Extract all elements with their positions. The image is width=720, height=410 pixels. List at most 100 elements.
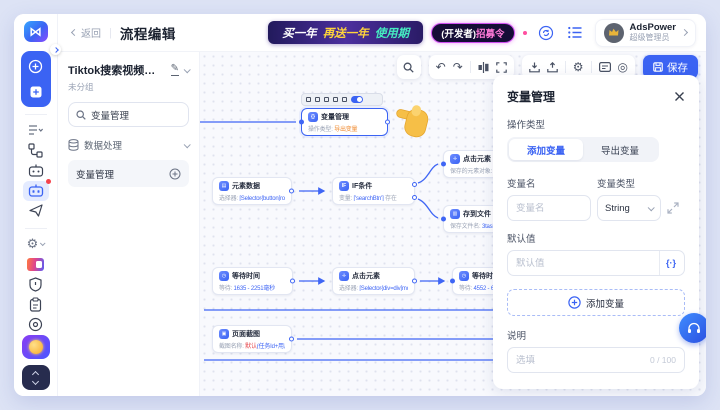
input-port[interactable] [441, 216, 446, 222]
node-action-toolbar [301, 93, 383, 106]
edit-pencil-icon[interactable]: ✎ [170, 63, 179, 76]
connection-lines [200, 121, 500, 361]
redo-icon[interactable]: ↷ [452, 60, 463, 74]
expand-rail-button[interactable] [50, 44, 61, 55]
expand-fields-icon[interactable] [667, 202, 679, 214]
rail-divider [24, 227, 47, 229]
assistant-float-button[interactable] [679, 313, 706, 343]
duplicate-node-icon[interactable] [333, 97, 338, 102]
node-wait-time[interactable]: ◷等待时间 等待: 1635 - 2251毫秒 [212, 267, 295, 295]
recorder-disc-icon[interactable] [23, 315, 49, 335]
bot-icon[interactable] [23, 160, 49, 180]
output-port-true[interactable] [412, 182, 417, 187]
rail-divider [24, 114, 47, 115]
output-port[interactable] [289, 336, 294, 342]
flow-title: Tiktok搜索视频、点... [68, 65, 166, 77]
fit-view-icon[interactable] [495, 61, 507, 73]
output-port[interactable] [412, 278, 417, 284]
enable-node-toggle[interactable] [351, 96, 363, 103]
user-account-chip[interactable]: AdsPower 超级管理员 [594, 18, 696, 47]
settings-gear-icon[interactable]: ⚙ [23, 234, 49, 254]
export-icon[interactable] [546, 61, 558, 73]
input-port[interactable] [450, 278, 455, 284]
node-click-element-2[interactable]: ✛点击元素 选择器: [Selector{div=div[mode='se.. [332, 267, 417, 295]
promo-banner-sale[interactable]: 买一年 再送一年 使用期 [268, 21, 424, 44]
security-shield-icon[interactable] [23, 274, 49, 294]
rpa-active-icon[interactable] [22, 178, 51, 201]
note-node-icon[interactable] [342, 97, 347, 102]
notification-badge [45, 178, 51, 184]
output-port[interactable] [289, 188, 294, 194]
variable-name-field[interactable] [507, 195, 591, 221]
canvas-search-button[interactable] [396, 55, 421, 79]
browser-extension-icon[interactable] [23, 254, 49, 274]
insert-variable-icon[interactable]: {·} [658, 251, 676, 275]
align-icon[interactable] [478, 61, 489, 73]
element-data-icon: ▤ [219, 181, 229, 191]
output-port[interactable] [290, 278, 295, 284]
pointing-hand-cursor [396, 105, 429, 138]
import-icon[interactable] [528, 62, 540, 73]
sync-refresh-icon[interactable] [535, 22, 557, 44]
variable-type-select[interactable]: String [597, 195, 661, 221]
description-label: 说明 [507, 331, 527, 342]
left-rail: ⋈ ⚙ [14, 14, 61, 396]
add-variable-button[interactable]: 添加变量 [507, 289, 685, 316]
add-profile-button[interactable] [25, 55, 47, 77]
description-input[interactable] [516, 354, 650, 366]
input-port[interactable] [299, 119, 304, 125]
description-field[interactable]: 0 / 100 [507, 347, 685, 373]
operation-type-label: 操作类型 [507, 120, 546, 131]
group-menu-icon[interactable] [23, 120, 49, 140]
app-logo-icon[interactable]: ⋈ [23, 21, 48, 43]
output-port-false[interactable] [412, 195, 417, 200]
copy-node-icon[interactable] [315, 97, 320, 102]
chevron-right-icon [680, 28, 689, 37]
variable-name-input[interactable] [516, 202, 582, 214]
tab-export-variable[interactable]: 导出变量 [600, 145, 639, 157]
collapse-rail-button[interactable] [21, 365, 50, 391]
panel-title: 变量管理 [507, 90, 556, 104]
node-page-screenshot[interactable]: ▣页面截图 截图名称: 默认(任务Id+用户Id+时.. [212, 325, 294, 353]
record-icon[interactable]: ◎ [617, 60, 628, 74]
search-box[interactable] [68, 102, 189, 127]
block-item-variable-management[interactable]: 变量管理 [68, 160, 189, 187]
top-header: 返回 | 流程编辑 买一年 再送一年 使用期 (开发者) 招募令 [58, 14, 706, 52]
char-counter: 0 / 100 [650, 355, 676, 365]
database-icon [68, 139, 79, 151]
delete-node-icon[interactable] [324, 97, 329, 102]
promo-banner-developer[interactable]: (开发者) 招募令 [431, 22, 515, 43]
tasks-clipboard-icon[interactable] [23, 294, 49, 314]
import-profile-button[interactable] [25, 81, 47, 103]
rewards-coin-button[interactable] [21, 334, 50, 360]
promo-segment: 再送一年 [322, 27, 369, 40]
send-plane-icon[interactable] [23, 201, 49, 221]
output-port[interactable] [385, 119, 390, 125]
run-node-icon[interactable] [306, 97, 311, 102]
add-block-icon[interactable] [169, 168, 181, 180]
save-label: 保存 [667, 61, 688, 74]
wait-icon: ◷ [459, 271, 469, 281]
close-icon[interactable] [674, 91, 685, 102]
flow-group-label: 未分组 [68, 82, 94, 92]
node-element-data[interactable]: ▤元素数据 选择器: [Selector{button[role='sear.. [212, 177, 294, 205]
canvas-settings-gear-icon[interactable]: ⚙ [572, 60, 584, 74]
section-data-processing[interactable]: 数据处理 [68, 138, 191, 152]
user-role: 超级管理员 [629, 33, 670, 43]
tab-add-variable[interactable]: 添加变量 [509, 139, 583, 160]
variable-management-panel: 变量管理 操作类型 添加变量 导出变量 变量名 变量类型 [493, 75, 706, 389]
default-value-input[interactable] [516, 257, 659, 269]
back-button[interactable]: 返回 [70, 25, 101, 40]
promo-segment: 使用期 [374, 27, 410, 40]
node-variable-management[interactable]: {}变量管理 操作类型: 导出变量 [299, 108, 390, 136]
shortcut-card-icon[interactable] [598, 62, 611, 72]
chevron-down-icon[interactable] [183, 65, 191, 73]
input-port[interactable] [441, 161, 446, 167]
search-input[interactable] [91, 109, 171, 120]
operation-type-tabs: 添加变量 导出变量 [507, 137, 659, 162]
default-value-field[interactable]: {·} [507, 250, 685, 276]
automation-flow-icon[interactable] [23, 140, 49, 160]
undo-icon[interactable]: ↶ [435, 60, 446, 74]
task-list-icon[interactable] [565, 22, 587, 44]
